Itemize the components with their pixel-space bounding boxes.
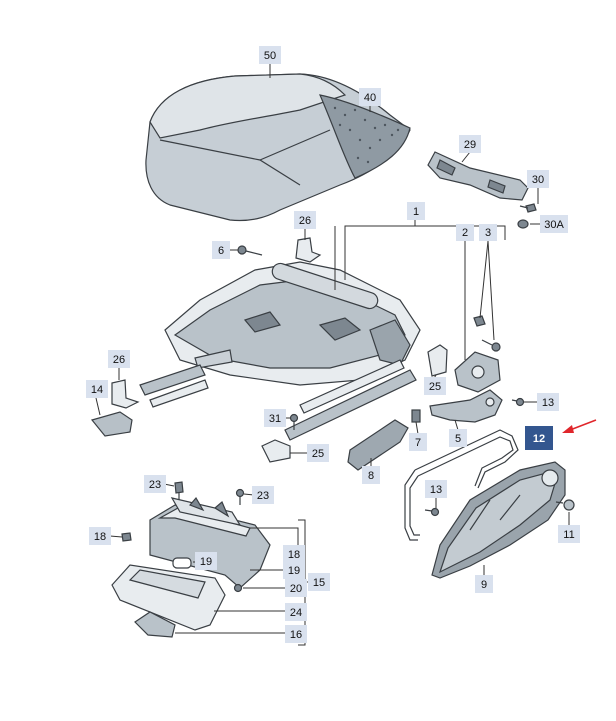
nut-30a-part[interactable] xyxy=(517,219,529,229)
label-11[interactable]: 11 xyxy=(558,525,580,543)
svg-text:14: 14 xyxy=(91,384,103,396)
svg-text:7: 7 xyxy=(415,437,421,449)
bracket-25-upper-part[interactable] xyxy=(427,344,448,377)
trim-8-part[interactable] xyxy=(347,419,409,471)
svg-text:13: 13 xyxy=(430,484,442,496)
label-26-left[interactable]: 26 xyxy=(108,350,130,368)
svg-text:31: 31 xyxy=(269,413,281,425)
label-3[interactable]: 3 xyxy=(479,224,497,241)
clip-7-part[interactable] xyxy=(411,409,421,423)
svg-text:15: 15 xyxy=(313,577,325,589)
svg-text:11: 11 xyxy=(563,529,574,541)
latch-19-part[interactable] xyxy=(172,557,192,569)
label-18-left[interactable]: 18 xyxy=(89,527,111,545)
screw-31-part[interactable] xyxy=(289,413,299,431)
label-13-upper[interactable]: 13 xyxy=(537,393,559,411)
svg-text:3: 3 xyxy=(485,227,491,239)
bracket-26-top-part[interactable] xyxy=(295,237,322,263)
drawer-tray-24-part[interactable] xyxy=(111,564,226,631)
label-18-right[interactable]: 18 xyxy=(283,545,305,563)
svg-text:30: 30 xyxy=(532,174,544,186)
label-6[interactable]: 6 xyxy=(212,241,230,259)
label-23-left[interactable]: 23 xyxy=(144,475,166,493)
screw-20-part[interactable] xyxy=(233,583,243,593)
svg-text:12: 12 xyxy=(533,433,545,445)
svg-text:18: 18 xyxy=(288,549,300,561)
svg-text:20: 20 xyxy=(290,583,302,595)
screw-13-upper-part[interactable] xyxy=(511,397,525,407)
nut-3-part[interactable] xyxy=(473,315,486,327)
seat-frame-part[interactable] xyxy=(164,261,421,386)
svg-text:19: 19 xyxy=(200,556,212,568)
screw-3-part[interactable] xyxy=(481,339,501,352)
bracket-26-left-part[interactable] xyxy=(111,379,140,409)
svg-text:2: 2 xyxy=(462,227,468,239)
label-19-latch[interactable]: 19 xyxy=(195,552,217,570)
svg-text:5: 5 xyxy=(455,433,461,445)
label-31[interactable]: 31 xyxy=(264,409,286,427)
label-23-right[interactable]: 23 xyxy=(252,486,274,504)
svg-text:23: 23 xyxy=(149,479,161,491)
bracket-5-part[interactable] xyxy=(429,389,503,423)
svg-text:16: 16 xyxy=(290,629,302,641)
label-8[interactable]: 8 xyxy=(362,466,380,484)
label-5[interactable]: 5 xyxy=(449,429,467,447)
svg-text:6: 6 xyxy=(218,245,224,257)
label-20[interactable]: 20 xyxy=(285,579,307,597)
svg-text:25: 25 xyxy=(312,448,324,460)
seat-rail-left-part[interactable] xyxy=(139,364,209,408)
label-24[interactable]: 24 xyxy=(285,603,307,621)
clip-18-part[interactable] xyxy=(121,532,132,542)
label-19-right[interactable]: 19 xyxy=(283,561,305,579)
label-30a[interactable]: 30A xyxy=(540,215,568,233)
label-1[interactable]: 1 xyxy=(407,202,425,220)
label-14[interactable]: 14 xyxy=(86,380,108,398)
label-26-top[interactable]: 26 xyxy=(294,211,316,229)
label-13-lower[interactable]: 13 xyxy=(425,480,447,498)
svg-text:26: 26 xyxy=(299,215,311,227)
label-9[interactable]: 9 xyxy=(475,575,493,593)
label-29[interactable]: 29 xyxy=(459,135,481,153)
svg-text:26: 26 xyxy=(113,354,125,366)
screw-23-right-part[interactable] xyxy=(235,488,245,506)
adjuster-2-part[interactable] xyxy=(454,351,501,393)
svg-text:8: 8 xyxy=(368,470,374,482)
label-12-highlighted[interactable]: 12 xyxy=(525,426,553,450)
svg-text:30A: 30A xyxy=(544,219,564,231)
screw-30-part[interactable] xyxy=(519,203,537,213)
guide-rail-part[interactable] xyxy=(427,151,529,201)
screw-6-part[interactable] xyxy=(237,245,263,256)
label-30[interactable]: 30 xyxy=(527,170,549,188)
label-50[interactable]: 50 xyxy=(259,46,281,64)
highlight-arrow xyxy=(562,419,597,433)
svg-text:29: 29 xyxy=(464,139,476,151)
label-15[interactable]: 15 xyxy=(308,573,330,591)
label-2[interactable]: 2 xyxy=(456,224,474,241)
svg-text:13: 13 xyxy=(542,397,554,409)
svg-text:1: 1 xyxy=(413,206,419,218)
handle-16-part[interactable] xyxy=(134,611,176,638)
svg-text:40: 40 xyxy=(364,92,376,104)
svg-text:25: 25 xyxy=(429,381,441,393)
bracket-25-lower-part[interactable] xyxy=(261,439,291,463)
svg-text:24: 24 xyxy=(290,607,302,619)
svg-text:19: 19 xyxy=(288,565,300,577)
svg-text:23: 23 xyxy=(257,490,269,502)
svg-text:18: 18 xyxy=(94,531,106,543)
svg-text:9: 9 xyxy=(481,579,487,591)
knob-11-part[interactable] xyxy=(555,499,575,511)
seat-rail-right-part[interactable] xyxy=(284,359,417,441)
label-7[interactable]: 7 xyxy=(409,433,427,451)
screw-13-lower-part[interactable] xyxy=(424,507,440,517)
label-25-lower[interactable]: 25 xyxy=(307,444,329,462)
label-16[interactable]: 16 xyxy=(285,625,307,643)
seat-cushion-part[interactable] xyxy=(145,73,411,222)
label-40[interactable]: 40 xyxy=(359,88,381,106)
side-panel-9-part[interactable] xyxy=(431,461,566,579)
rod-12-part[interactable] xyxy=(404,429,519,541)
label-25-upper[interactable]: 25 xyxy=(424,377,446,395)
trim-14-part[interactable] xyxy=(90,411,133,437)
svg-text:50: 50 xyxy=(264,50,276,62)
